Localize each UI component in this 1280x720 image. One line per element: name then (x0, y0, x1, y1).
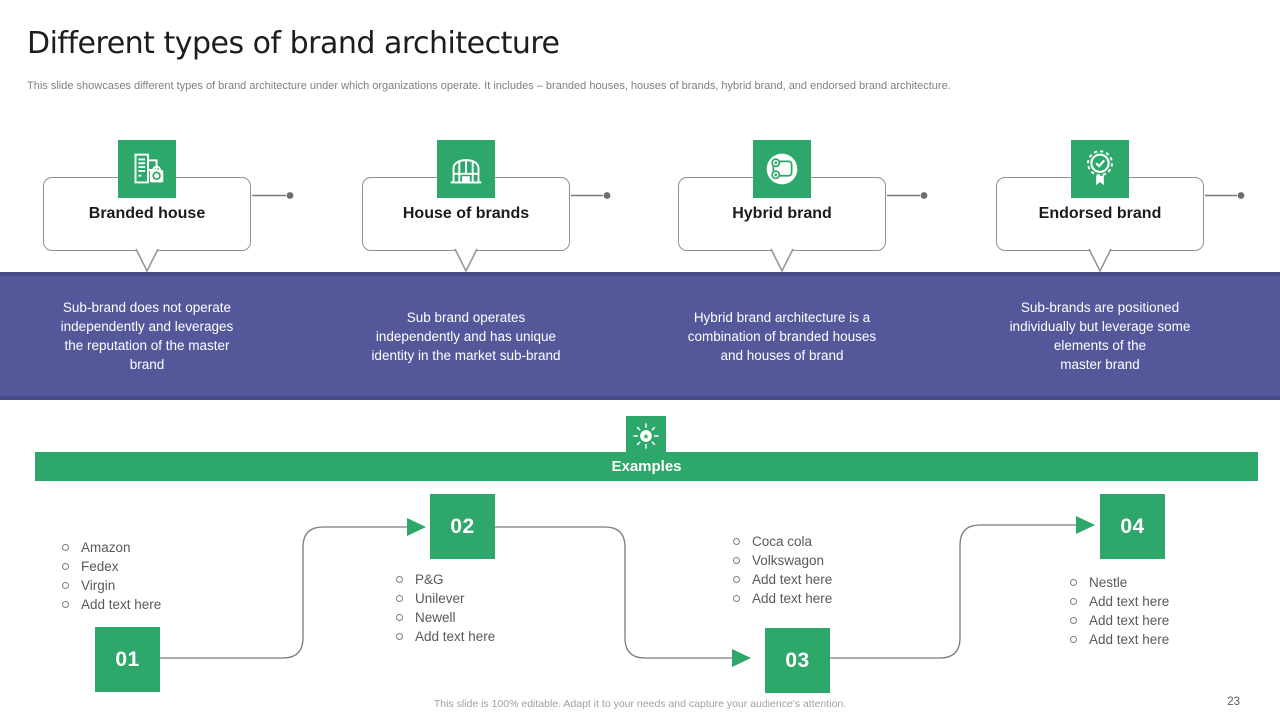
house-of-brands-icon (437, 140, 495, 198)
list-item-label: P&G (415, 572, 444, 587)
circle-bullet-icon (62, 563, 69, 570)
svg-text:★: ★ (642, 432, 649, 441)
list-item: Add text here (62, 595, 161, 614)
list-item-label: Add text here (1089, 632, 1170, 647)
list-item-label: Add text here (415, 629, 496, 644)
step-04-box: 04 (1100, 494, 1165, 559)
list-item-label: Add text here (1089, 613, 1170, 628)
list-item: Add text here (733, 570, 832, 589)
step-02-box: 02 (430, 494, 495, 559)
circle-bullet-icon (62, 601, 69, 608)
step-number: 04 (1120, 514, 1145, 538)
circle-bullet-icon (733, 538, 740, 545)
category-label: Hybrid brand (732, 205, 832, 222)
circle-bullet-icon (733, 576, 740, 583)
page-title: Different types of brand architecture (27, 26, 560, 61)
examples-list-branded-house: Amazon Fedex Virgin Add text here (62, 538, 161, 614)
list-item: P&G (396, 570, 495, 589)
branded-house-icon (118, 140, 176, 198)
list-item-label: Fedex (81, 559, 119, 574)
step-03-box: 03 (765, 628, 830, 693)
circle-bullet-icon (733, 557, 740, 564)
description-house-of-brands: Sub brand operates independently and has… (371, 309, 561, 363)
list-item: Add text here (1070, 630, 1169, 649)
list-item-label: Virgin (81, 578, 116, 593)
category-label: Endorsed brand (1038, 205, 1162, 222)
list-item-label: Add text here (752, 572, 833, 587)
step-number: 02 (450, 514, 475, 538)
description-hybrid-brand: Hybrid brand architecture is a combinati… (687, 309, 877, 363)
step-01-box: 01 (95, 627, 160, 692)
list-item-label: Add text here (81, 597, 162, 612)
step-number: 03 (785, 648, 810, 672)
circle-bullet-icon (733, 595, 740, 602)
description-endorsed-brand: Sub-brands are positioned individually b… (1009, 300, 1191, 372)
circle-bullet-icon (396, 614, 403, 621)
list-item: Nestle (1070, 573, 1169, 592)
list-item: Add text here (733, 589, 832, 608)
list-item-label: Volkswagon (752, 553, 825, 568)
list-item: Amazon (62, 538, 161, 557)
examples-label: Examples (611, 458, 682, 475)
list-item: Unilever (396, 589, 495, 608)
slide-subtitle: This slide showcases different types of … (27, 80, 951, 92)
list-item-label: Unilever (415, 591, 465, 606)
burst-icon: ★ (624, 414, 668, 458)
list-item: Add text here (1070, 611, 1169, 630)
footer-note: This slide is 100% editable. Adapt it to… (433, 698, 847, 710)
list-item: Newell (396, 608, 495, 627)
category-label: House of brands (402, 205, 530, 222)
list-item-label: Add text here (752, 591, 833, 606)
hybrid-brand-icon (753, 140, 811, 198)
category-label: Branded house (88, 205, 206, 222)
circle-bullet-icon (1070, 598, 1077, 605)
endorsed-brand-icon (1071, 140, 1129, 198)
circle-bullet-icon (396, 595, 403, 602)
step-number: 01 (115, 647, 140, 671)
examples-bar: Examples (35, 452, 1258, 481)
description-band (0, 272, 1280, 400)
list-item-label: Amazon (81, 540, 131, 555)
list-item-label: Newell (415, 610, 456, 625)
list-item-label: Coca cola (752, 534, 813, 549)
description-branded-house: Sub-brand does not operate independently… (60, 300, 234, 372)
list-item: Add text here (1070, 592, 1169, 611)
circle-bullet-icon (396, 576, 403, 583)
examples-list-house-of-brands: P&G Unilever Newell Add text here (396, 570, 495, 646)
circle-bullet-icon (396, 633, 403, 640)
circle-bullet-icon (1070, 617, 1077, 624)
list-item: Coca cola (733, 532, 832, 551)
list-item: Volkswagon (733, 551, 832, 570)
circle-bullet-icon (1070, 636, 1077, 643)
examples-list-hybrid-brand: Coca cola Volkswagon Add text here Add t… (733, 532, 832, 608)
list-item: Add text here (396, 627, 495, 646)
circle-bullet-icon (62, 544, 69, 551)
list-item-label: Add text here (1089, 594, 1170, 609)
list-item-label: Nestle (1089, 575, 1128, 590)
list-item: Virgin (62, 576, 161, 595)
examples-list-endorsed-brand: Nestle Add text here Add text here Add t… (1070, 573, 1169, 649)
circle-bullet-icon (1070, 579, 1077, 586)
circle-bullet-icon (62, 582, 69, 589)
page-number: 23 (1227, 696, 1240, 708)
list-item: Fedex (62, 557, 161, 576)
bubble-endorsed-brand: Endorsed brand (996, 177, 1204, 251)
